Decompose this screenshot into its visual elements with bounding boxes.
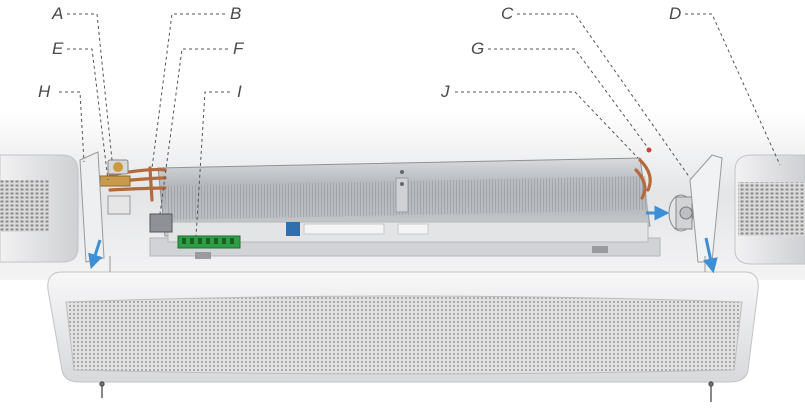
- right-grille: [738, 182, 805, 236]
- mount-foot-right: [592, 246, 608, 253]
- mount-foot-left: [195, 252, 211, 259]
- right-end-bracket: [689, 154, 723, 263]
- left-housing-section: [0, 154, 79, 263]
- sensor-tip: [646, 147, 652, 153]
- left-end-bracket: [79, 151, 105, 263]
- fan-motor: [668, 194, 694, 232]
- callout-b: B: [230, 4, 242, 23]
- callout-a: A: [52, 4, 64, 23]
- right-housing-section: [734, 154, 805, 265]
- center-bracket: [395, 177, 409, 213]
- callout-i: I: [237, 82, 242, 101]
- warning-label: [397, 223, 429, 235]
- callout-d: D: [669, 4, 682, 23]
- leader-lines: [59, 13, 781, 237]
- assembly-arrows: [88, 205, 718, 274]
- callout-c: C: [501, 4, 514, 23]
- rating-label: [303, 223, 385, 235]
- screws: [99, 381, 714, 402]
- callout-f: F: [233, 39, 244, 58]
- valve-actuator: [99, 159, 131, 215]
- heat-exchanger-assembly: [149, 157, 661, 259]
- callout-e: E: [52, 39, 64, 58]
- sensor-module: [149, 213, 173, 233]
- callout-g: G: [471, 39, 485, 58]
- callout-j: J: [441, 82, 450, 101]
- cover-grille: [65, 295, 743, 375]
- control-board-terminals: [182, 238, 234, 244]
- callout-h: H: [38, 82, 51, 101]
- front-cover: [47, 256, 759, 383]
- label-logo: [286, 222, 300, 236]
- left-grille: [0, 180, 50, 232]
